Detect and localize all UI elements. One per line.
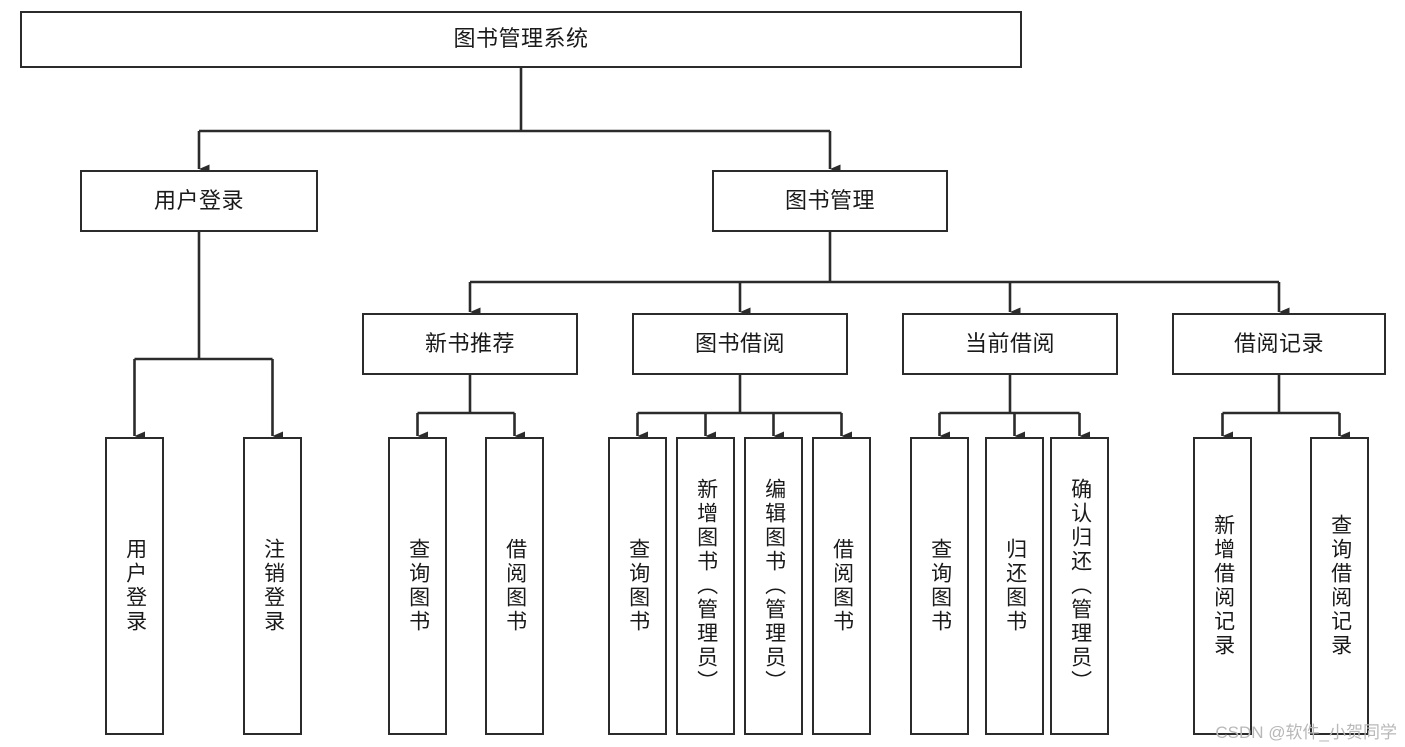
node-label: 借阅记录: [1233, 330, 1324, 356]
node-label: 查询图书: [626, 538, 650, 634]
node-leaf-add-book[interactable]: 新增图书（管理员）: [676, 437, 735, 735]
node-label: 用户登录: [123, 538, 147, 634]
node-leaf-query-book-bor[interactable]: 查询图书: [608, 437, 667, 735]
node-leaf-edit-book[interactable]: 编辑图书（管理员）: [744, 437, 803, 735]
node-label: 查询借阅记录: [1328, 514, 1352, 658]
node-label: 新增图书（管理员）: [694, 478, 718, 694]
node-leaf-add-record[interactable]: 新增借阅记录: [1193, 437, 1252, 735]
node-label: 图书管理: [784, 187, 875, 213]
node-book-manage[interactable]: 图书管理: [712, 170, 948, 232]
node-label: 借阅图书: [503, 538, 527, 634]
node-label: 确认归还（管理员）: [1068, 478, 1092, 694]
node-leaf-user-login[interactable]: 用户登录: [105, 437, 164, 735]
node-label: 编辑图书（管理员）: [762, 478, 786, 694]
node-label: 查询图书: [406, 538, 430, 634]
node-label: 新书推荐: [424, 330, 515, 356]
node-new-book-recommend[interactable]: 新书推荐: [362, 313, 578, 375]
node-label: 归还图书: [1003, 538, 1027, 634]
node-leaf-query-record[interactable]: 查询借阅记录: [1310, 437, 1369, 735]
node-borrow-record[interactable]: 借阅记录: [1172, 313, 1386, 375]
node-label: 图书借阅: [694, 330, 785, 356]
node-leaf-borrow-book-bor[interactable]: 借阅图书: [812, 437, 871, 735]
node-leaf-borrow-book-rec[interactable]: 借阅图书: [485, 437, 544, 735]
node-label: 用户登录: [153, 187, 244, 213]
node-user-login[interactable]: 用户登录: [80, 170, 318, 232]
node-leaf-confirm-return[interactable]: 确认归还（管理员）: [1050, 437, 1109, 735]
node-book-borrow[interactable]: 图书借阅: [632, 313, 848, 375]
node-label: 借阅图书: [830, 538, 854, 634]
node-leaf-logout-login[interactable]: 注销登录: [243, 437, 302, 735]
node-label: 新增借阅记录: [1211, 514, 1235, 658]
node-leaf-query-book-cur[interactable]: 查询图书: [910, 437, 969, 735]
node-root[interactable]: 图书管理系统: [20, 11, 1022, 68]
node-current-borrow[interactable]: 当前借阅: [902, 313, 1118, 375]
node-label: 当前借阅: [964, 330, 1055, 356]
node-label: 注销登录: [261, 538, 285, 634]
node-label: 查询图书: [928, 538, 952, 634]
node-leaf-return-book[interactable]: 归还图书: [985, 437, 1044, 735]
node-label: 图书管理系统: [453, 26, 589, 52]
node-leaf-query-book-rec[interactable]: 查询图书: [388, 437, 447, 735]
